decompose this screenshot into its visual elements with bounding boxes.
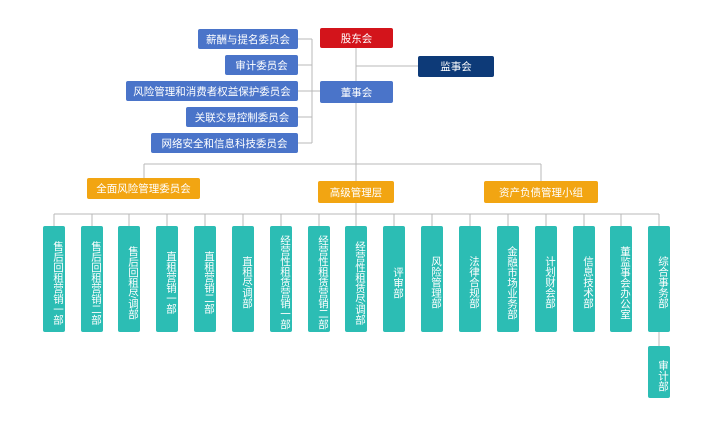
node-senior-management: 高级管理层 <box>318 181 394 203</box>
node-department: 金融市场业务部 <box>497 226 519 332</box>
node-department: 评审部 <box>383 226 405 332</box>
node-department: 售后回租营销二部 <box>81 226 103 332</box>
node-department: 经营性租赁营销一部 <box>270 226 292 332</box>
node-department: 计划财会部 <box>535 226 557 332</box>
node-department: 董监事会办公室 <box>610 226 632 332</box>
node-risk-committee: 全面风险管理委员会 <box>87 178 200 199</box>
node-department: 售后回租营销一部 <box>43 226 65 332</box>
node-department: 风险管理部 <box>421 226 443 332</box>
node-committee-4: 关联交易控制委员会 <box>186 107 298 127</box>
node-department: 售后回租尽调部 <box>118 226 140 332</box>
node-department: 直租尽调部 <box>232 226 254 332</box>
node-department: 信息技术部 <box>573 226 595 332</box>
node-department: 综合事务部 <box>648 226 670 332</box>
node-committee-2: 审计委员会 <box>225 55 298 75</box>
node-alm-group: 资产负债管理小组 <box>484 181 598 203</box>
node-shareholders: 股东会 <box>320 28 393 48</box>
node-committee-3: 风险管理和消费者权益保护委员会 <box>126 81 298 101</box>
node-sub-department: 审计部 <box>648 346 670 398</box>
node-department: 直租营销一部 <box>156 226 178 332</box>
node-supervisors: 监事会 <box>418 56 494 77</box>
node-department: 法律合规部 <box>459 226 481 332</box>
node-committee-1: 薪酬与提名委员会 <box>198 29 298 49</box>
node-department: 经营性租赁尽调部 <box>345 226 367 332</box>
node-department: 经营性租赁营销二部 <box>308 226 330 332</box>
node-committee-5: 网络安全和信息科技委员会 <box>151 133 298 153</box>
node-department: 直租营销二部 <box>194 226 216 332</box>
node-board: 董事会 <box>320 81 393 103</box>
